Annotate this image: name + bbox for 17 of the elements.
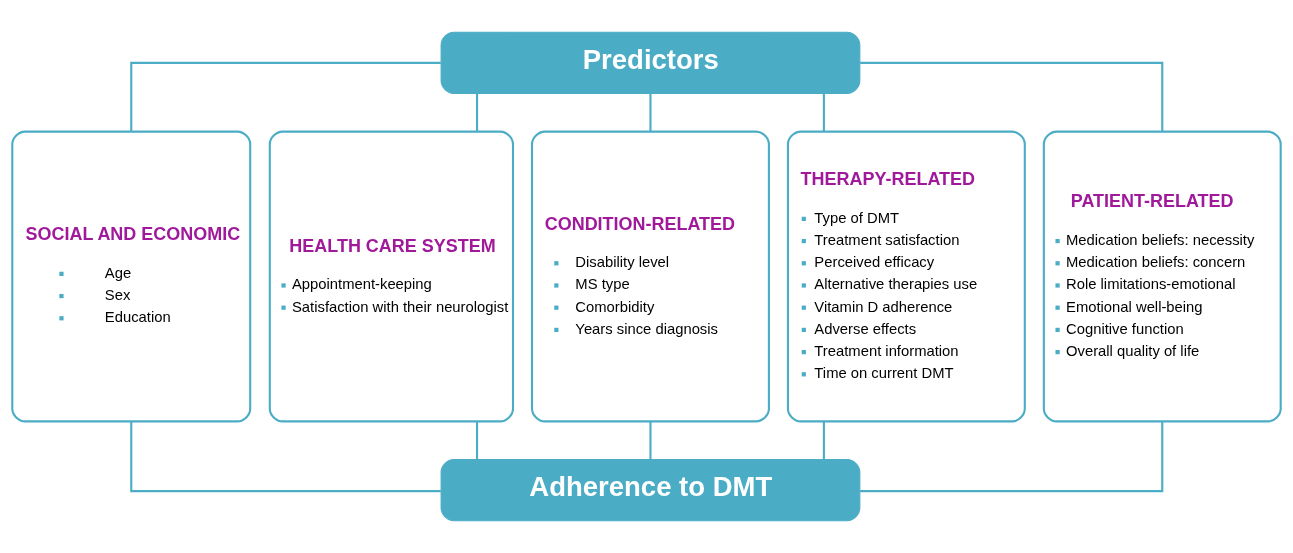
connector <box>822 421 825 460</box>
connector <box>130 421 441 493</box>
connector <box>649 93 652 132</box>
node-box: SOCIAL AND ECONOMIC Age Sex Education <box>11 130 252 423</box>
node-box: Adherence to DMT <box>440 458 861 522</box>
connector <box>476 93 479 132</box>
node-box: CONDITION-RELATED Disability level MS type Comorbidity Years since diagnosis <box>530 130 770 423</box>
connector <box>860 421 1164 493</box>
connector <box>860 61 1164 132</box>
node-box: PATIENT-RELATED Medication beliefs: necessity Medication beliefs: concern Role limitations-emotional Emotional well-being Cognitive function Overall quality of life <box>1042 130 1282 423</box>
connector <box>649 421 652 460</box>
node-box: Predictors <box>440 31 861 95</box>
connector <box>476 421 479 460</box>
node-box: THERAPY-RELATED Type of DMT Treatment satisfaction Perceived efficacy Alternative therapies use Vitamin D adherence Adverse effects Treatment information Time on current DMT <box>786 130 1026 423</box>
connector <box>130 61 441 132</box>
connector <box>822 93 825 132</box>
node-box: HEALTH CARE SYSTEM Appointment-keeping Satisfaction with their neurologist <box>268 130 515 423</box>
